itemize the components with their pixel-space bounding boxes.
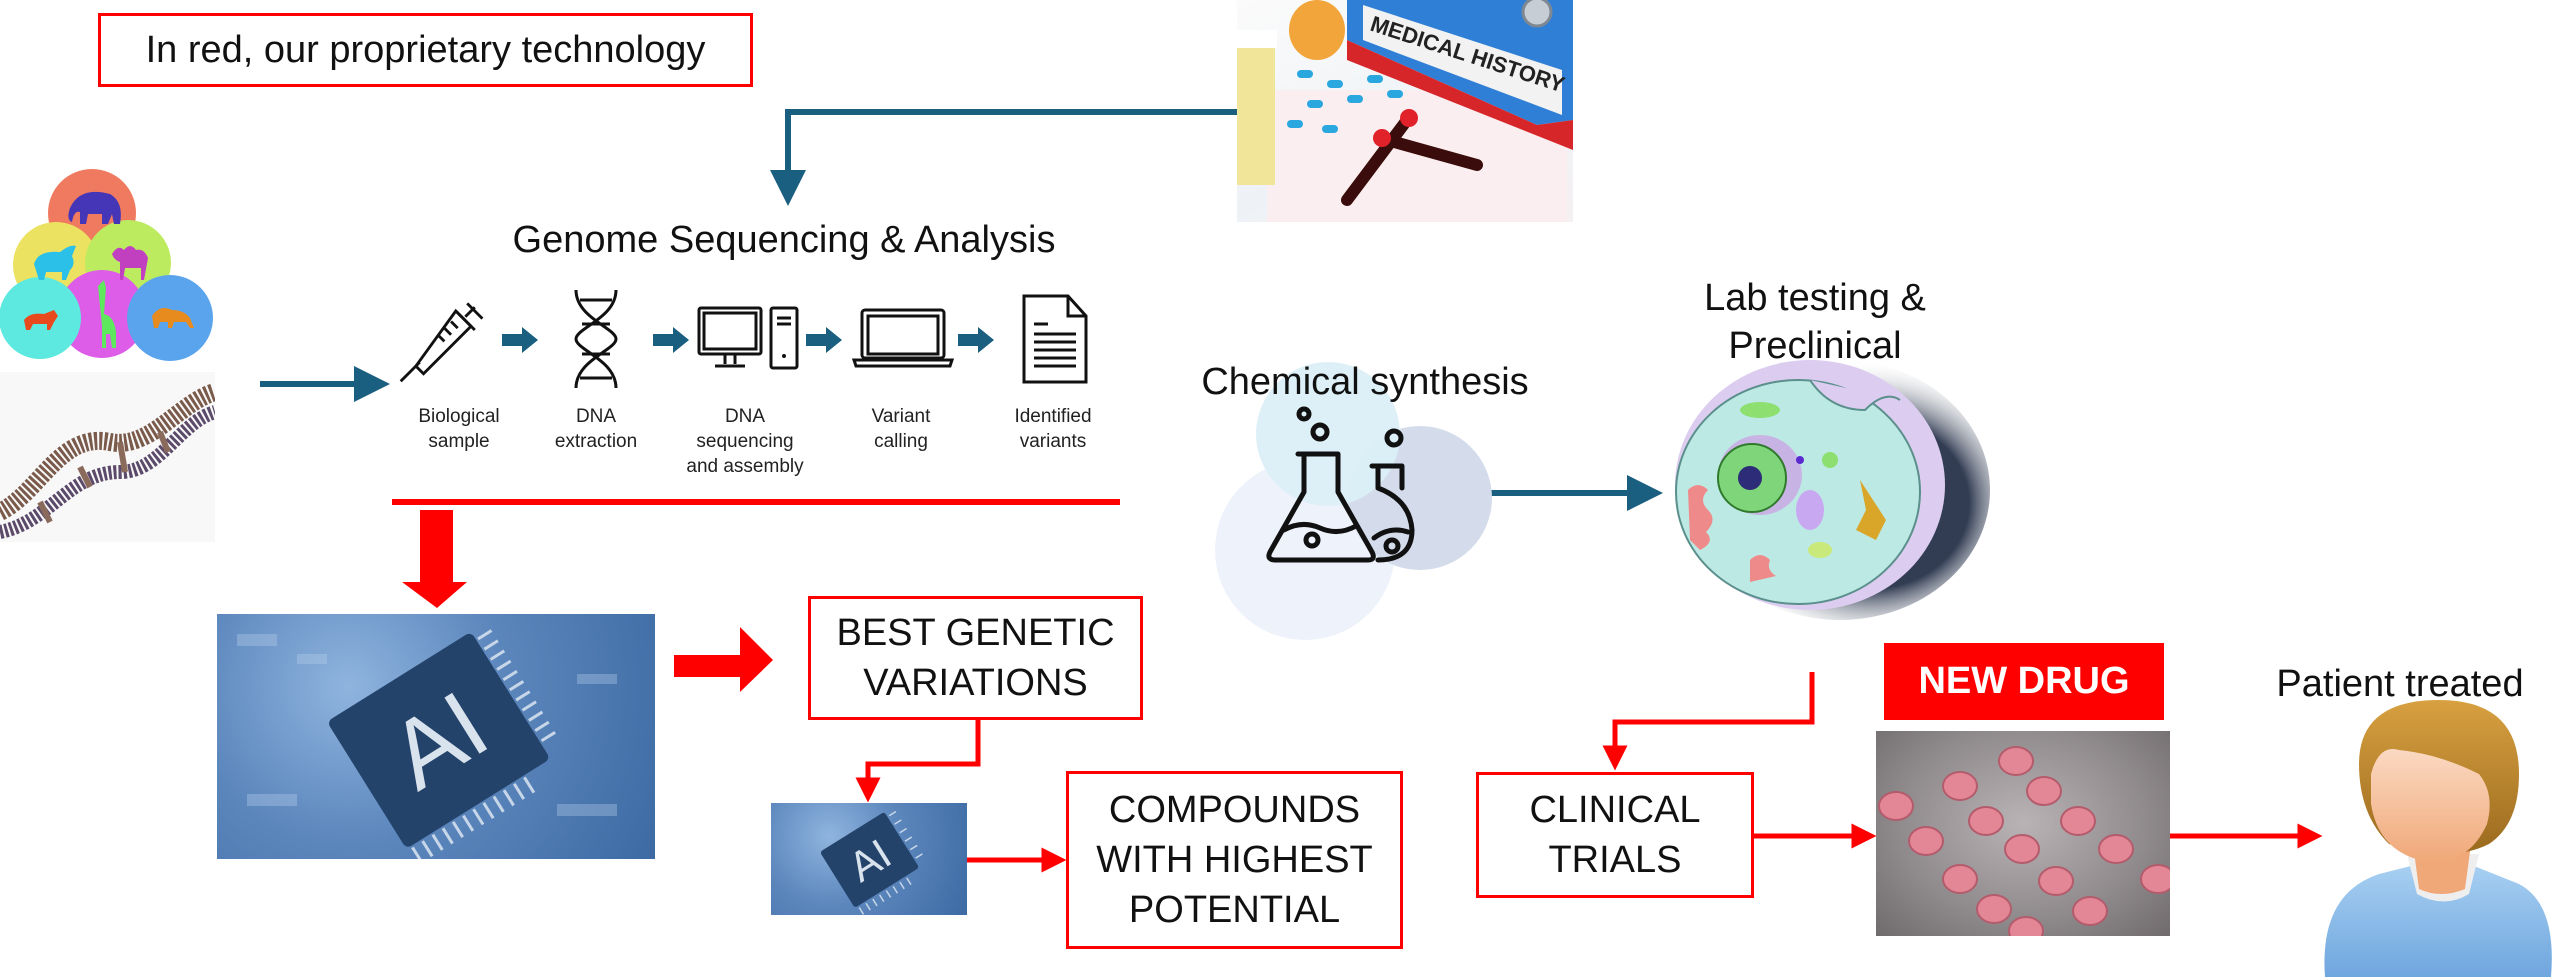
step-arrow-1 bbox=[502, 327, 538, 353]
medical-history-arrow bbox=[770, 109, 1237, 206]
box-line: CLINICAL bbox=[1529, 789, 1701, 831]
lab-title: Lab testing & Preclinical bbox=[1640, 274, 1990, 370]
step-label-line: Biological bbox=[418, 406, 500, 427]
ai-chip-small-illustration: AI bbox=[820, 810, 923, 915]
step-arrow-3 bbox=[806, 327, 842, 353]
legend-note-text: In red, our proprietary technology bbox=[145, 29, 706, 71]
step-label-dna-extraction: DNA extraction bbox=[521, 404, 671, 454]
step-label-line: Variant bbox=[871, 406, 931, 427]
lab-title-line: Lab testing & bbox=[1704, 277, 1926, 319]
box-line: POTENTIAL bbox=[1128, 889, 1341, 931]
step-arrow-4 bbox=[958, 327, 994, 353]
compounds-box: COMPOUNDS WITH HIGHEST POTENTIAL bbox=[1066, 771, 1403, 949]
animal-species-icon bbox=[0, 169, 213, 361]
step-label-identified-variants: Identified variants bbox=[978, 404, 1128, 454]
pipeline-arrows bbox=[502, 327, 994, 353]
new-drug-text: NEW DRUG bbox=[1918, 660, 2130, 702]
document-icon bbox=[1022, 294, 1088, 384]
step-label-line: extraction bbox=[554, 431, 638, 452]
clinical-trials-box: CLINICAL TRIALS bbox=[1476, 772, 1754, 898]
step-label-line: Identified bbox=[1014, 406, 1092, 427]
step-label-line: variants bbox=[1019, 431, 1087, 452]
computer-icon bbox=[697, 306, 799, 370]
big-down-arrow bbox=[402, 510, 467, 608]
chemistry-title: Chemical synthesis bbox=[1201, 361, 1529, 403]
step-label-line: and assembly bbox=[686, 456, 804, 477]
dna-icon bbox=[574, 289, 618, 389]
pills-photo bbox=[1876, 731, 2170, 936]
step-arrow-2 bbox=[653, 327, 689, 353]
box-line: BEST GENETIC bbox=[836, 612, 1115, 654]
laptop-icon bbox=[852, 308, 954, 368]
step-label-line: DNA bbox=[724, 406, 766, 427]
best-genetic-variations-box: BEST GENETIC VARIATIONS bbox=[808, 596, 1143, 720]
step-label-biological-sample: Biological sample bbox=[384, 404, 534, 454]
step-label-dna-sequencing: DNA sequencing and assembly bbox=[670, 404, 820, 479]
lab-title-line: Preclinical bbox=[1728, 325, 1902, 367]
pills-illustration bbox=[1878, 746, 2170, 936]
ai-chip-small-image: AI bbox=[771, 803, 967, 915]
medical-history-illustration: MEDICAL HISTORY bbox=[1237, 0, 1573, 222]
patient-avatar-icon bbox=[2324, 700, 2552, 977]
big-right-arrow bbox=[674, 627, 773, 692]
patient-label: Patient treated bbox=[2276, 663, 2524, 705]
flask-icon bbox=[1266, 406, 1415, 563]
variations-to-ai-arrow bbox=[855, 720, 981, 803]
step-label-variant-calling: Variant calling bbox=[826, 404, 976, 454]
ai-chip-illustration: AI bbox=[237, 629, 617, 859]
step-label-line: sample bbox=[428, 431, 490, 452]
box-line: COMPOUNDS bbox=[1108, 789, 1361, 831]
syringe-icon bbox=[399, 302, 484, 383]
genome-title: Genome Sequencing & Analysis bbox=[512, 219, 1056, 261]
crowd-dna-helix-image bbox=[0, 372, 215, 542]
new-drug-label: NEW DRUG bbox=[1884, 643, 2164, 720]
lab-to-clinical-arrow bbox=[1602, 672, 1815, 771]
box-line: VARIATIONS bbox=[863, 662, 1088, 704]
medical-history-photo: MEDICAL HISTORY bbox=[1237, 0, 1573, 222]
step-label-line: DNA bbox=[575, 406, 617, 427]
box-line: TRIALS bbox=[1548, 839, 1682, 881]
step-label-line: calling bbox=[874, 431, 928, 452]
step-label-line: sequencing bbox=[696, 431, 794, 452]
legend-note: In red, our proprietary technology bbox=[98, 13, 753, 87]
cell-icon bbox=[1675, 360, 1990, 620]
ai-chip-image: AI bbox=[217, 614, 655, 859]
box-line: WITH HIGHEST bbox=[1096, 839, 1373, 881]
